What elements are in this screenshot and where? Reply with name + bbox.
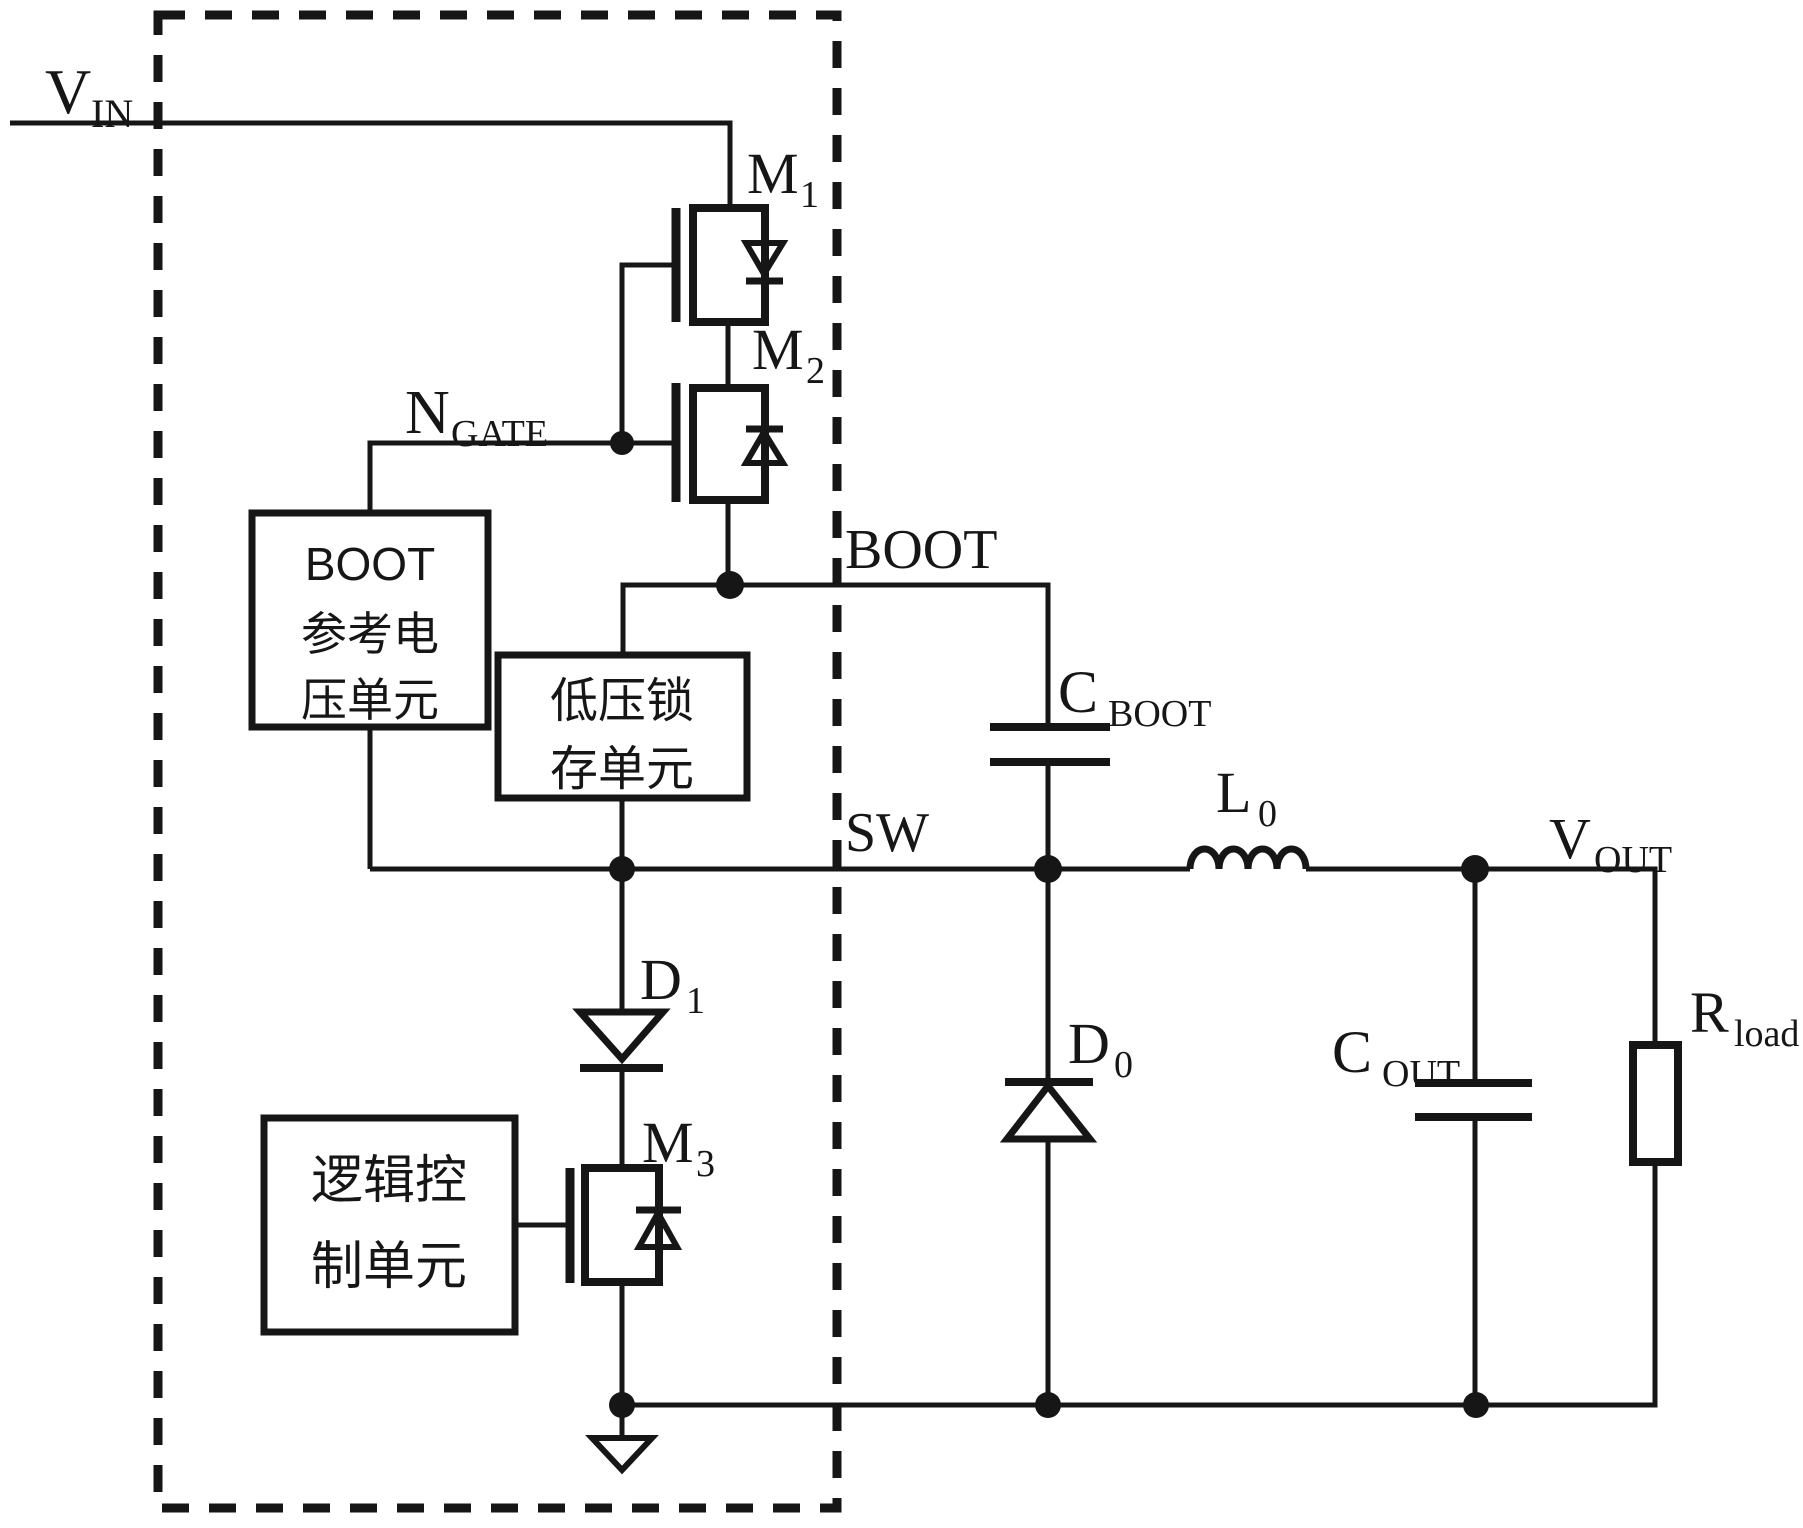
- block-logic-control: 逻辑控 制单元: [260, 1114, 519, 1336]
- label-d0-sub: 0: [1114, 1044, 1133, 1086]
- junction-dot-sw: [1034, 855, 1062, 883]
- label-d1-sub: 1: [686, 980, 705, 1022]
- label-cboot-sub: BOOT: [1108, 693, 1211, 735]
- mosfet-m3: [565, 1164, 683, 1286]
- diode-d1: [572, 1008, 671, 1072]
- inductor-l0: [1186, 845, 1310, 870]
- m1-body-diode-icon: [740, 240, 789, 280]
- mosfet-m2: [671, 383, 789, 504]
- junction-dot-ngate: [610, 431, 634, 455]
- net-label-vin: V: [45, 56, 91, 127]
- label-m1: M: [747, 141, 799, 206]
- block-uvlo-latch: 低压锁 存单元: [494, 651, 751, 802]
- net-label-ngate: N: [405, 379, 450, 447]
- net-label-vout-sub: OUT: [1594, 839, 1672, 881]
- label-cboot: C: [1058, 659, 1098, 725]
- junction-dots: [609, 431, 1489, 1418]
- wire-sw-to-rload: [1306, 866, 1658, 1045]
- junction-dot-sw-left: [609, 856, 635, 882]
- diode-d0: [999, 1078, 1098, 1143]
- logic-control-line2: 制单元: [311, 1238, 467, 1296]
- junction-dot-vout: [1461, 855, 1489, 883]
- d0-triangle: [999, 1080, 1098, 1143]
- junction-dot-gnd-cout: [1463, 1392, 1489, 1418]
- label-m1-sub: 1: [800, 174, 819, 216]
- uvlo-latch-box: [494, 651, 751, 802]
- uvlo-latch-line1: 低压锁: [550, 675, 694, 728]
- net-label-sw: SW: [845, 802, 929, 864]
- logic-control-line1: 逻辑控: [311, 1152, 467, 1210]
- mosfet-m1: [671, 204, 789, 326]
- label-m3: M: [642, 1110, 694, 1175]
- net-label-vout: V: [1549, 806, 1591, 871]
- junction-dot-gnd-d0: [1035, 1392, 1061, 1418]
- wire-ground-rail: [622, 1162, 1658, 1408]
- logic-control-box: [260, 1114, 519, 1336]
- wire-boot-to-latch: [620, 582, 730, 655]
- wire-boot: [730, 582, 1051, 727]
- m1-channel-box: [689, 204, 769, 326]
- label-cout-sub: OUT: [1382, 1053, 1460, 1095]
- wire-ngate: [367, 440, 676, 513]
- ic-boundary-dashed-box: [153, 10, 842, 1513]
- m3-body-diode-icon: [633, 1206, 683, 1250]
- wire-m1-gate: [619, 262, 676, 443]
- boot-reference-box: [248, 509, 492, 731]
- label-rload: R: [1690, 980, 1729, 1045]
- wire-vin: [10, 120, 733, 208]
- label-m3-sub: 3: [696, 1143, 715, 1185]
- m3-channel-box: [581, 1164, 663, 1286]
- block-boot-reference: BOOT 参考电 压单元: [248, 509, 492, 731]
- m2-channel-box: [689, 384, 769, 504]
- label-l0-sub: 0: [1258, 793, 1277, 835]
- uvlo-latch-line2: 存单元: [550, 743, 694, 796]
- junction-dot-boot: [716, 571, 744, 599]
- label-m2-sub: 2: [806, 350, 825, 392]
- labels: V IN N GATE M 1 M 2 M 3 BOOT C BOOT SW L…: [45, 56, 1799, 1185]
- boot-reference-line1: BOOT: [305, 538, 435, 590]
- boot-reference-line3: 压单元: [301, 674, 439, 726]
- label-d1: D: [640, 947, 682, 1012]
- net-label-ngate-sub: GATE: [451, 413, 548, 455]
- ground-icon: [585, 1435, 659, 1475]
- junction-dot-gnd-m3: [609, 1392, 635, 1418]
- d1-triangle: [572, 1008, 671, 1065]
- net-label-vin-sub: IN: [91, 91, 133, 136]
- boot-reference-line2: 参考电: [301, 608, 439, 660]
- label-l0: L: [1216, 760, 1251, 825]
- resistor-rload: [1629, 1041, 1682, 1166]
- capacitor-cout: [1415, 1079, 1532, 1121]
- label-cout: C: [1332, 1019, 1372, 1085]
- m2-body-diode-icon: [740, 426, 789, 466]
- label-d0: D: [1068, 1011, 1110, 1076]
- capacitor-cboot: [990, 723, 1110, 766]
- label-m2: M: [752, 317, 804, 382]
- net-label-boot: BOOT: [845, 519, 997, 581]
- label-rload-sub: load: [1734, 1013, 1799, 1055]
